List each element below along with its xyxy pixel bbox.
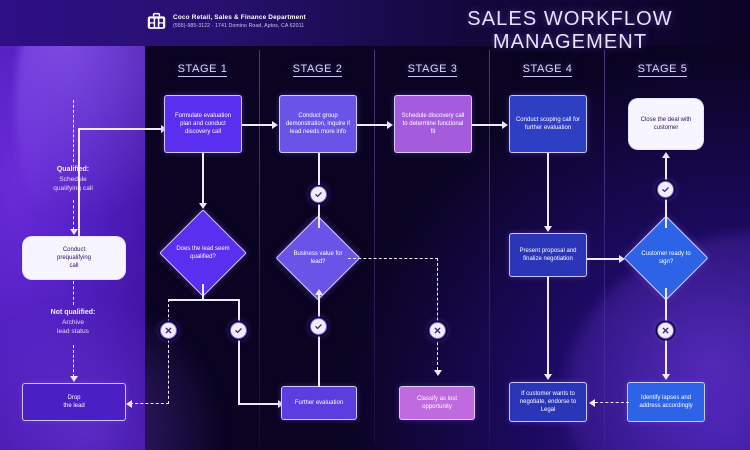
connector-s1-to-s2-arrowhead bbox=[272, 120, 278, 129]
connector-lapses-to-legal bbox=[595, 402, 629, 403]
node-conduct-prequalifying-call[interactable]: Conduct prequalifying call bbox=[22, 236, 126, 280]
marker-s2-no bbox=[429, 322, 446, 339]
connector-s2-no-arrowhead bbox=[434, 370, 442, 376]
connector-s2-decision-to-task bbox=[318, 196, 320, 228]
node-s4-task[interactable]: Conduct scoping call for further evaluat… bbox=[509, 95, 587, 153]
stage-column-5: STAGE 5 bbox=[605, 46, 720, 450]
qualified-arrow bbox=[70, 229, 78, 235]
connector-s4-to-s5-arrowhead bbox=[619, 254, 625, 263]
node-s5-identify-lapses[interactable]: Identify lapses and address accordingly bbox=[627, 382, 705, 422]
connector-prequalify-to-s1 bbox=[78, 128, 163, 130]
qualified-title: Qualified: bbox=[56, 166, 90, 173]
connector-s3-to-s4 bbox=[472, 124, 504, 126]
brand-contact: (555)-985-3122 · 1741 Domino Road, Aptos… bbox=[173, 22, 305, 29]
stage-title-4: STAGE 4 bbox=[522, 63, 573, 77]
marker-s2-check-upper bbox=[310, 186, 327, 203]
intake-top-dashes bbox=[73, 100, 74, 162]
node-s4-present-proposal[interactable]: Present proposal and finalize negotiatio… bbox=[509, 233, 587, 277]
connector-s1-yes-turn bbox=[202, 299, 240, 301]
check-icon bbox=[315, 324, 322, 330]
node-s1-decision-label: Does the lead seem qualified? bbox=[176, 246, 230, 260]
stage-column-4: STAGE 4 bbox=[490, 46, 605, 450]
connector-s4-to-s5-decision bbox=[587, 258, 621, 260]
connector-s2-further-up bbox=[318, 295, 320, 387]
connector-prequalify-riser bbox=[78, 128, 80, 238]
node-s2-task[interactable]: Conduct group demonstration, inquire if … bbox=[279, 95, 357, 153]
stage-title-1: STAGE 1 bbox=[177, 63, 228, 77]
page-title: SALES WORKFLOW MANAGEMENT bbox=[467, 8, 673, 53]
not-qualified-label: Not qualified: Archive lead status bbox=[18, 308, 128, 336]
node-s5-decision-label: Customer ready to sign? bbox=[641, 251, 691, 265]
not-qualified-title: Not qualified: bbox=[50, 309, 96, 316]
node-s5-close-deal[interactable]: Close the deal with customer bbox=[628, 98, 704, 150]
connector-s1-task-to-decision bbox=[202, 153, 204, 205]
connector-s1-to-s2 bbox=[242, 124, 274, 126]
node-s1-decision[interactable]: Does the lead seem qualified? bbox=[159, 209, 247, 297]
stage-column-3: STAGE 3 bbox=[375, 46, 490, 450]
check-icon bbox=[235, 328, 242, 334]
prequalify-to-notqualified-dashes bbox=[73, 281, 74, 305]
connector-s1-no-to-drop bbox=[130, 403, 169, 404]
node-drop-the-lead[interactable]: Drop the lead bbox=[22, 383, 126, 421]
board-background bbox=[145, 0, 750, 450]
connector-s1-no-turn bbox=[168, 299, 204, 301]
connector-s1-decision-arrowhead bbox=[199, 203, 207, 209]
stage-title-3: STAGE 3 bbox=[407, 63, 458, 77]
node-s2-further-evaluation[interactable]: Further evaluation bbox=[281, 386, 357, 420]
cross-icon bbox=[662, 327, 669, 334]
connector-s2-to-s3 bbox=[357, 124, 389, 126]
connector-lapses-arrowhead bbox=[589, 398, 595, 407]
connector-s4-proposal-to-legal bbox=[547, 277, 549, 375]
brand-block: Coco Retail, Sales & Finance Department … bbox=[146, 11, 306, 31]
qualified-label: Qualified: Schedule qualifying call bbox=[18, 165, 128, 193]
not-qualified-to-drop-dashes bbox=[73, 345, 74, 377]
connector-s5-close-arrowhead bbox=[662, 152, 670, 158]
node-s2-decision[interactable]: Business value for lead? bbox=[275, 215, 361, 301]
connector-s2-to-s3-arrowhead bbox=[387, 120, 393, 129]
brand-name: Coco Retail, Sales & Finance Department bbox=[173, 13, 306, 21]
connector-s1-yes-to-further bbox=[238, 403, 280, 405]
qualified-to-prequalify-dashes bbox=[73, 200, 74, 230]
node-s3-task[interactable]: Schedule discovery call to determine fun… bbox=[394, 95, 472, 153]
connector-s4-proposal-arrowhead bbox=[544, 226, 552, 232]
check-icon bbox=[315, 192, 322, 198]
cross-icon bbox=[165, 327, 172, 334]
node-s3-classify-lost[interactable]: Classify as lost opportunity bbox=[399, 386, 475, 420]
connector-s1-no-arrowhead bbox=[126, 399, 132, 408]
connector-s1-no-down bbox=[168, 299, 169, 404]
cross-icon bbox=[434, 327, 441, 334]
header-band bbox=[0, 0, 750, 46]
connector-s3-to-s4-arrowhead bbox=[502, 120, 508, 129]
toolbox-icon bbox=[146, 11, 167, 31]
connector-s1-no-stub bbox=[202, 284, 204, 300]
marker-s1-no bbox=[160, 322, 177, 339]
check-icon bbox=[662, 187, 669, 193]
stage-column-2: STAGE 2 bbox=[260, 46, 375, 450]
marker-s2-yes bbox=[310, 318, 327, 335]
not-qualified-desc: Archive lead status bbox=[57, 319, 89, 335]
connector-s2-further-arrowhead bbox=[315, 289, 323, 295]
node-s5-decision[interactable]: Customer ready to sign? bbox=[623, 215, 709, 301]
node-s2-decision-label: Business value for lead? bbox=[293, 251, 343, 265]
connector-s2-no-down bbox=[437, 258, 438, 370]
connector-s1-yes-down bbox=[238, 299, 240, 404]
drop-arrow bbox=[70, 376, 78, 382]
stage-title-5: STAGE 5 bbox=[637, 63, 688, 77]
marker-s5-no bbox=[657, 322, 674, 339]
connector-s4-legal-arrowhead bbox=[544, 374, 552, 380]
stage-column-1: STAGE 1 bbox=[145, 46, 260, 450]
connector-s4-task-to-proposal bbox=[547, 153, 549, 227]
left-panel-background bbox=[0, 0, 145, 450]
node-s1-task[interactable]: Formulate evaluation plan and conduct di… bbox=[164, 95, 242, 153]
node-s4-endorse-legal[interactable]: If customer wants to negotiate, endorse … bbox=[509, 382, 587, 422]
connector-s2-no-right bbox=[348, 258, 438, 259]
marker-s1-yes bbox=[230, 322, 247, 339]
qualified-desc: Schedule qualifying call bbox=[53, 176, 93, 192]
stage-title-2: STAGE 2 bbox=[292, 63, 343, 77]
marker-s5-yes bbox=[657, 181, 674, 198]
connector-s5-no-arrowhead bbox=[662, 374, 670, 380]
connector-s2-task-stub bbox=[318, 153, 320, 185]
